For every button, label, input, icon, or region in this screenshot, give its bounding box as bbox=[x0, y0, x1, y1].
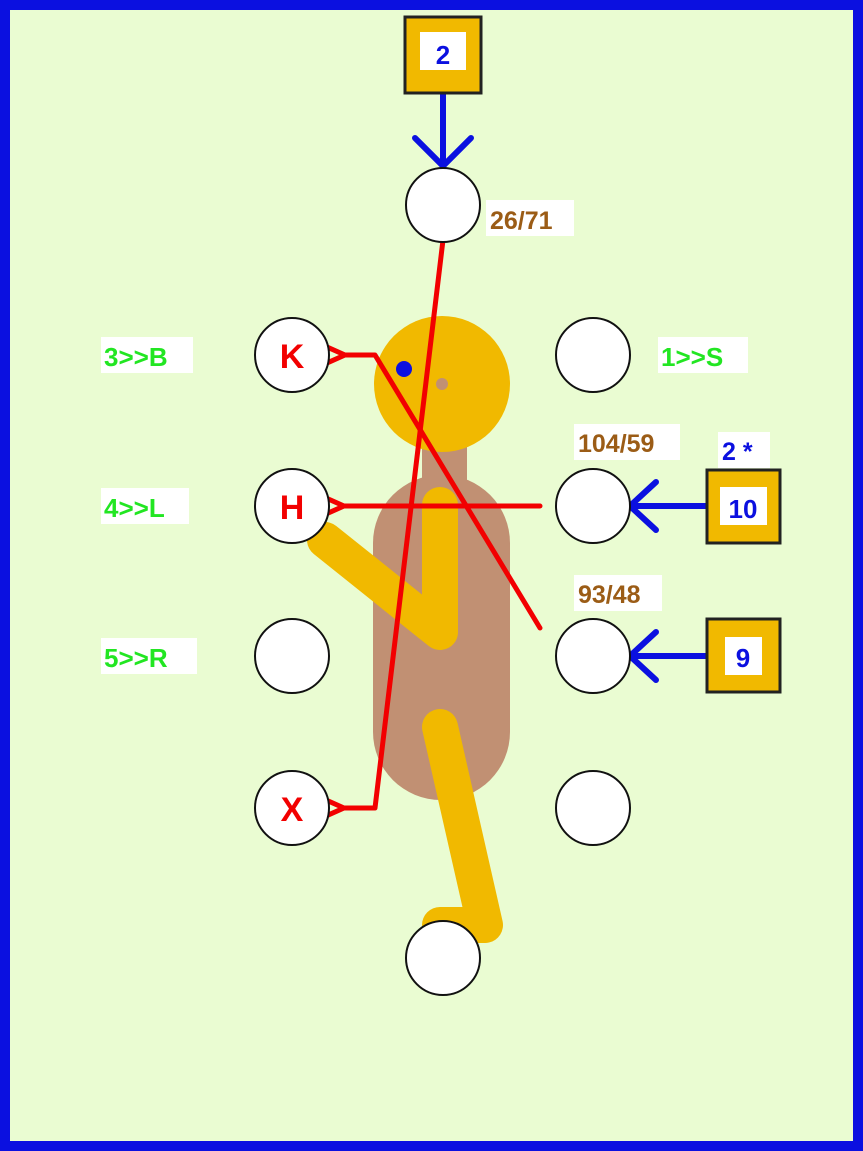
box-right-middle-value: 10 bbox=[729, 494, 758, 524]
position-left-lower-circle[interactable] bbox=[254, 618, 330, 694]
red-arrows bbox=[344, 237, 543, 808]
label-left-upper-bg bbox=[101, 337, 193, 373]
rating-top: 26/71 bbox=[490, 207, 553, 235]
rating-right-lower-bg bbox=[574, 575, 662, 611]
position-right-bottom[interactable] bbox=[555, 770, 631, 846]
label-left-upper: 3>>B bbox=[104, 342, 168, 372]
eye-marker bbox=[396, 361, 412, 377]
position-top-circle[interactable] bbox=[405, 167, 481, 243]
position-foot[interactable] bbox=[405, 920, 481, 996]
position-left-bottom-letter: X bbox=[281, 791, 304, 829]
label-right-upper-bg bbox=[658, 337, 748, 373]
rating-right-lower: 93/48 bbox=[578, 581, 641, 609]
position-left-middle[interactable]: H bbox=[254, 468, 330, 544]
position-left-upper[interactable]: K bbox=[254, 317, 330, 393]
blue-arrow-top-head bbox=[412, 135, 474, 169]
figure bbox=[307, 316, 510, 943]
position-left-middle-letter: H bbox=[280, 489, 305, 527]
label-right-upper: 1>>S bbox=[661, 342, 723, 372]
note-bg bbox=[718, 432, 770, 468]
position-foot-circle[interactable] bbox=[405, 920, 481, 996]
arm bbox=[307, 487, 458, 650]
position-left-middle-circle[interactable] bbox=[254, 468, 330, 544]
position-right-lower-circle[interactable] bbox=[555, 618, 631, 694]
position-right-bottom-circle[interactable] bbox=[555, 770, 631, 846]
box-right-middle-inner bbox=[720, 487, 767, 525]
box-top[interactable]: 2 bbox=[403, 15, 483, 95]
box-right-middle[interactable]: 10 bbox=[705, 468, 782, 545]
box-right-lower[interactable]: 9 bbox=[705, 617, 782, 694]
label-left-lower-bg bbox=[101, 638, 197, 674]
position-left-upper-letter: K bbox=[280, 338, 305, 376]
rating-right-middle-bg bbox=[574, 424, 680, 460]
nose bbox=[436, 378, 448, 390]
rating-right-middle: 104/59 bbox=[578, 430, 654, 458]
box-top-inner bbox=[420, 32, 466, 70]
label-left-middle-bg bbox=[101, 488, 189, 524]
position-right-middle-circle[interactable] bbox=[555, 468, 631, 544]
rating-top-bg bbox=[486, 200, 574, 236]
position-right-lower[interactable] bbox=[555, 618, 631, 694]
label-left-lower: 5>>R bbox=[104, 643, 168, 673]
position-top[interactable] bbox=[405, 167, 481, 243]
note-right-middle: 2 * bbox=[722, 438, 753, 466]
box-top-value: 2 bbox=[436, 40, 450, 70]
position-right-upper[interactable] bbox=[555, 317, 631, 393]
box-right-lower-inner bbox=[725, 637, 762, 675]
position-right-middle[interactable] bbox=[555, 468, 631, 544]
position-left-bottom[interactable]: X bbox=[254, 770, 330, 846]
arrow-lower-to-k bbox=[345, 355, 543, 631]
position-left-bottom-circle[interactable] bbox=[254, 770, 330, 846]
position-right-upper-circle[interactable] bbox=[555, 317, 631, 393]
position-left-upper-circle[interactable] bbox=[254, 317, 330, 393]
label-left-middle: 4>>L bbox=[104, 493, 165, 523]
box-right-lower-value: 9 bbox=[736, 643, 750, 673]
position-left-lower[interactable] bbox=[254, 618, 330, 694]
